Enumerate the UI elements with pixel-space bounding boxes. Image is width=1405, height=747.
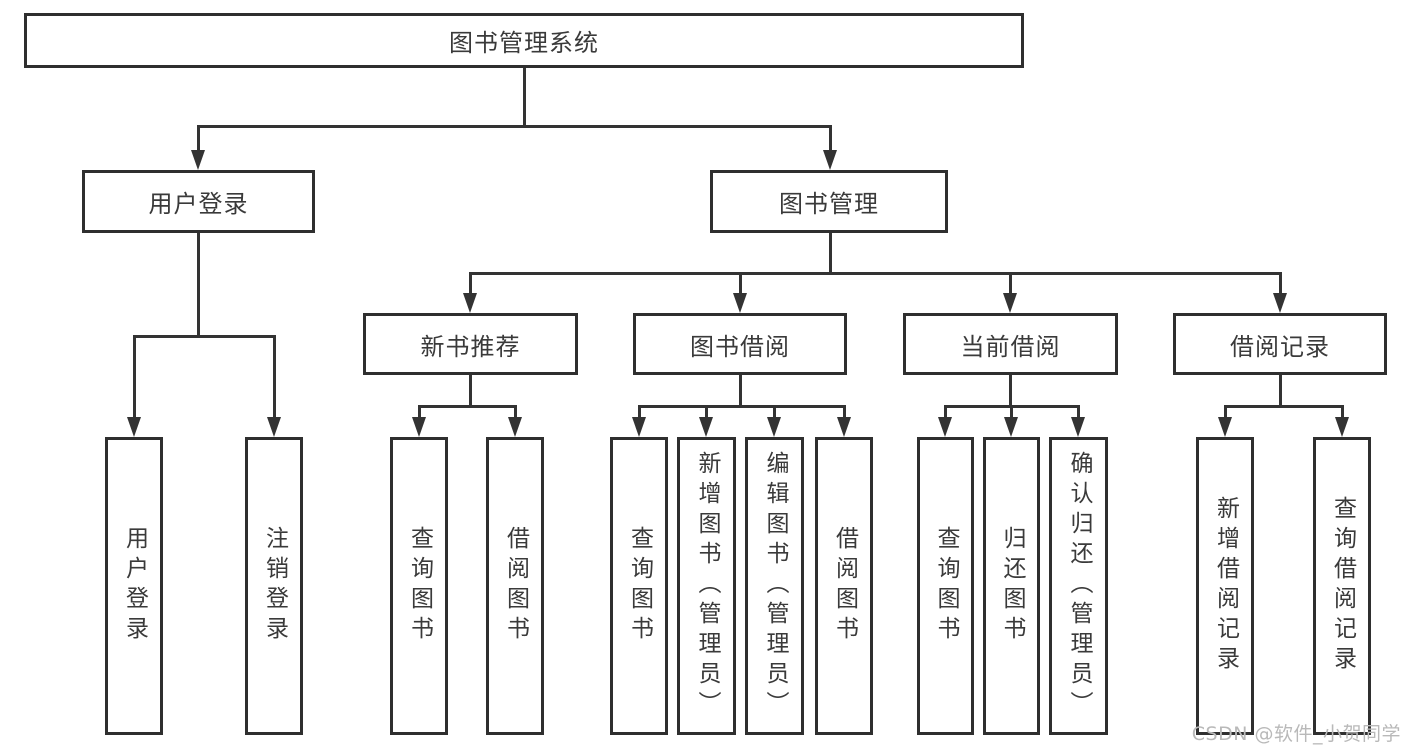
arrowhead-down-icon — [698, 417, 713, 437]
connector-line — [1278, 375, 1282, 408]
arrowhead-down-icon — [732, 293, 747, 313]
arrowhead-down-icon — [1070, 417, 1085, 437]
connector-line — [1278, 272, 1282, 297]
connector-line — [417, 405, 517, 408]
node-book-management: 图书管理 — [710, 170, 948, 233]
connector-line — [828, 125, 832, 154]
connector-line — [1340, 405, 1344, 421]
arrowhead-down-icon — [836, 417, 851, 437]
arrowhead-down-icon — [631, 417, 646, 437]
connector-line — [1009, 405, 1013, 421]
node-label-return-books: 归还图书 — [999, 526, 1025, 646]
connector-line — [704, 405, 708, 421]
node-label-query-books-borrow: 查询图书 — [626, 526, 653, 646]
connector-line — [738, 272, 742, 297]
connector-line — [196, 125, 832, 128]
connector-line — [842, 405, 846, 421]
connector-line — [468, 272, 1282, 275]
node-user-login-group: 用户登录 — [82, 170, 315, 233]
connector-line — [468, 375, 472, 408]
node-query-books-current: 查询图书 — [917, 437, 974, 735]
node-label-edit-books-admin: 编辑图书（管理员） — [762, 451, 788, 721]
node-add-borrow-record: 新增借阅记录 — [1196, 437, 1254, 735]
node-label-query-books-recommend: 查询图书 — [406, 526, 433, 646]
connector-line — [132, 335, 276, 338]
node-label-query-borrow-record: 查询借阅记录 — [1329, 496, 1356, 676]
arrowhead-down-icon — [822, 150, 837, 170]
node-query-books-borrow: 查询图书 — [610, 437, 668, 735]
connector-line — [196, 233, 200, 338]
connector-line — [828, 233, 832, 275]
node-add-books-admin: 新增图书（管理员） — [677, 437, 736, 735]
arrowhead-down-icon — [1334, 417, 1349, 437]
node-borrow-books-recommend: 借阅图书 — [486, 437, 544, 735]
connector-line — [637, 405, 846, 408]
node-label-new-book-recommend: 新书推荐 — [420, 332, 521, 361]
connector-line — [132, 335, 136, 421]
connector-line — [772, 405, 776, 421]
connector-line — [522, 67, 526, 128]
node-label-user-login: 用户登录 — [121, 526, 148, 646]
node-borrowing-records: 借阅记录 — [1173, 313, 1387, 375]
node-label-borrow-books-recommend: 借阅图书 — [502, 526, 529, 646]
connector-line — [468, 272, 472, 297]
connector-line — [1076, 405, 1080, 421]
node-label-borrowing-records: 借阅记录 — [1230, 332, 1330, 361]
node-current-borrowing: 当前借阅 — [903, 313, 1118, 375]
node-label-borrow-books-borrow: 借阅图书 — [831, 526, 858, 646]
connector-line — [943, 405, 947, 421]
node-label-add-books-admin: 新增图书（管理员） — [694, 451, 720, 721]
node-label-book-management: 图书管理 — [779, 190, 879, 218]
node-book-borrowing: 图书借阅 — [633, 313, 847, 375]
arrowhead-down-icon — [507, 417, 522, 437]
connector-line — [196, 125, 200, 154]
connector-line — [272, 335, 276, 421]
arrowhead-down-icon — [1217, 417, 1232, 437]
node-query-borrow-record: 查询借阅记录 — [1313, 437, 1371, 735]
node-label-logout: 注销登录 — [261, 526, 288, 646]
node-user-login: 用户登录 — [105, 437, 163, 735]
arrowhead-down-icon — [411, 417, 426, 437]
connector-line — [637, 405, 641, 421]
csdn-watermark: CSDN @软件_小贺同学 — [1191, 723, 1401, 745]
arrowhead-down-icon — [766, 417, 781, 437]
arrowhead-down-icon — [126, 417, 141, 437]
node-logout: 注销登录 — [245, 437, 303, 735]
node-root: 图书管理系统 — [24, 13, 1024, 68]
node-label-current-borrowing: 当前借阅 — [960, 332, 1061, 361]
node-label-query-books-current: 查询图书 — [933, 526, 959, 646]
node-borrow-books-borrow: 借阅图书 — [815, 437, 873, 735]
arrowhead-down-icon — [1272, 293, 1287, 313]
connector-line — [1008, 272, 1012, 297]
node-confirm-return-admin: 确认归还（管理员） — [1049, 437, 1108, 735]
node-label-user-login-group: 用户登录 — [148, 190, 249, 218]
node-query-books-recommend: 查询图书 — [390, 437, 448, 735]
arrowhead-down-icon — [1002, 293, 1017, 313]
arrowhead-down-icon — [266, 417, 281, 437]
arrowhead-down-icon — [1003, 417, 1018, 437]
node-edit-books-admin: 编辑图书（管理员） — [745, 437, 804, 735]
arrowhead-down-icon — [190, 150, 205, 170]
connector-line — [513, 405, 517, 421]
node-return-books: 归还图书 — [983, 437, 1040, 735]
arrowhead-down-icon — [937, 417, 952, 437]
connector-line — [738, 375, 742, 408]
connector-line — [1223, 405, 1344, 408]
connector-line — [1223, 405, 1227, 421]
node-new-book-recommend: 新书推荐 — [363, 313, 578, 375]
node-label-book-borrowing: 图书借阅 — [690, 332, 790, 361]
node-label-root: 图书管理系统 — [449, 29, 599, 57]
connector-line — [1008, 375, 1012, 408]
arrowhead-down-icon — [462, 293, 477, 313]
node-label-add-borrow-record: 新增借阅记录 — [1212, 496, 1239, 676]
connector-line — [417, 405, 421, 421]
node-label-confirm-return-admin: 确认归还（管理员） — [1066, 451, 1092, 721]
